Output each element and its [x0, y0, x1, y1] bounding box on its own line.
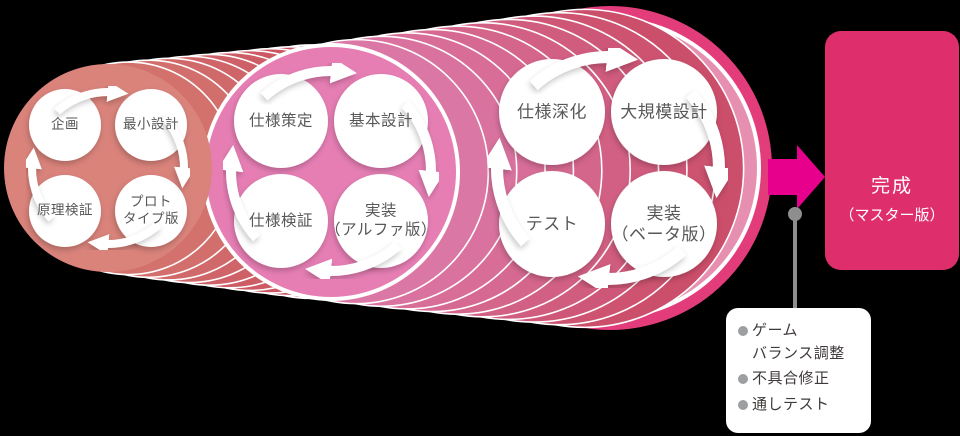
to-master-arrow — [768, 145, 825, 209]
step-circle — [611, 59, 717, 165]
step-circle — [611, 171, 717, 277]
note-item: ゲーム バランス調整 — [738, 320, 863, 365]
cycle-arrow-icon — [401, 100, 445, 197]
step-circle — [115, 175, 187, 247]
step-circle — [334, 74, 428, 168]
cycle-arrow-icon — [577, 245, 687, 296]
master-title: 完成 — [870, 176, 913, 197]
cycle-arrow-icon — [480, 137, 531, 247]
step-circle — [499, 171, 605, 277]
note-item: 不具合修正 — [738, 368, 863, 391]
cycle-arrow-icon — [529, 40, 639, 91]
note-item: 通しテスト — [738, 394, 863, 417]
cycle-wheels — [21, 40, 736, 296]
step-circle — [334, 174, 428, 268]
step-circle — [115, 89, 187, 161]
note-connector — [788, 207, 802, 312]
cycle-arrow-icon — [161, 114, 195, 189]
master-subtitle: （マスター版） — [839, 207, 945, 224]
step-circle — [29, 89, 101, 161]
connector-dot-icon — [788, 207, 802, 221]
final-phase-notes: ゲーム バランス調整 不具合修正 通しテスト — [726, 308, 871, 433]
tunnel-and-phase-circles — [4, 6, 772, 330]
master-version-box: 完成 （マスター版） — [825, 31, 959, 270]
note-text-full-test: 通しテスト — [752, 395, 830, 413]
step-circle — [234, 74, 328, 168]
step-circle — [499, 59, 605, 165]
step-circle — [29, 175, 101, 247]
bullet-icon — [738, 399, 748, 410]
note-text-bugfix: 不具合修正 — [752, 370, 830, 387]
cycle-arrow-icon — [217, 145, 261, 242]
bullet-icon — [738, 326, 748, 336]
cycle-arrow-icon — [305, 241, 402, 285]
cycle-arrow-icon — [21, 147, 55, 222]
phase2-circle — [206, 47, 456, 297]
cycle-arrow-icon — [685, 89, 736, 199]
bullet-icon — [738, 374, 748, 384]
note-text-game-balance: ゲーム バランス調整 — [752, 322, 845, 362]
cycle-arrow-icon — [54, 81, 129, 115]
cycle-arrow-icon — [87, 221, 162, 255]
step-circle — [234, 174, 328, 268]
cycle-arrow-icon — [260, 57, 357, 101]
